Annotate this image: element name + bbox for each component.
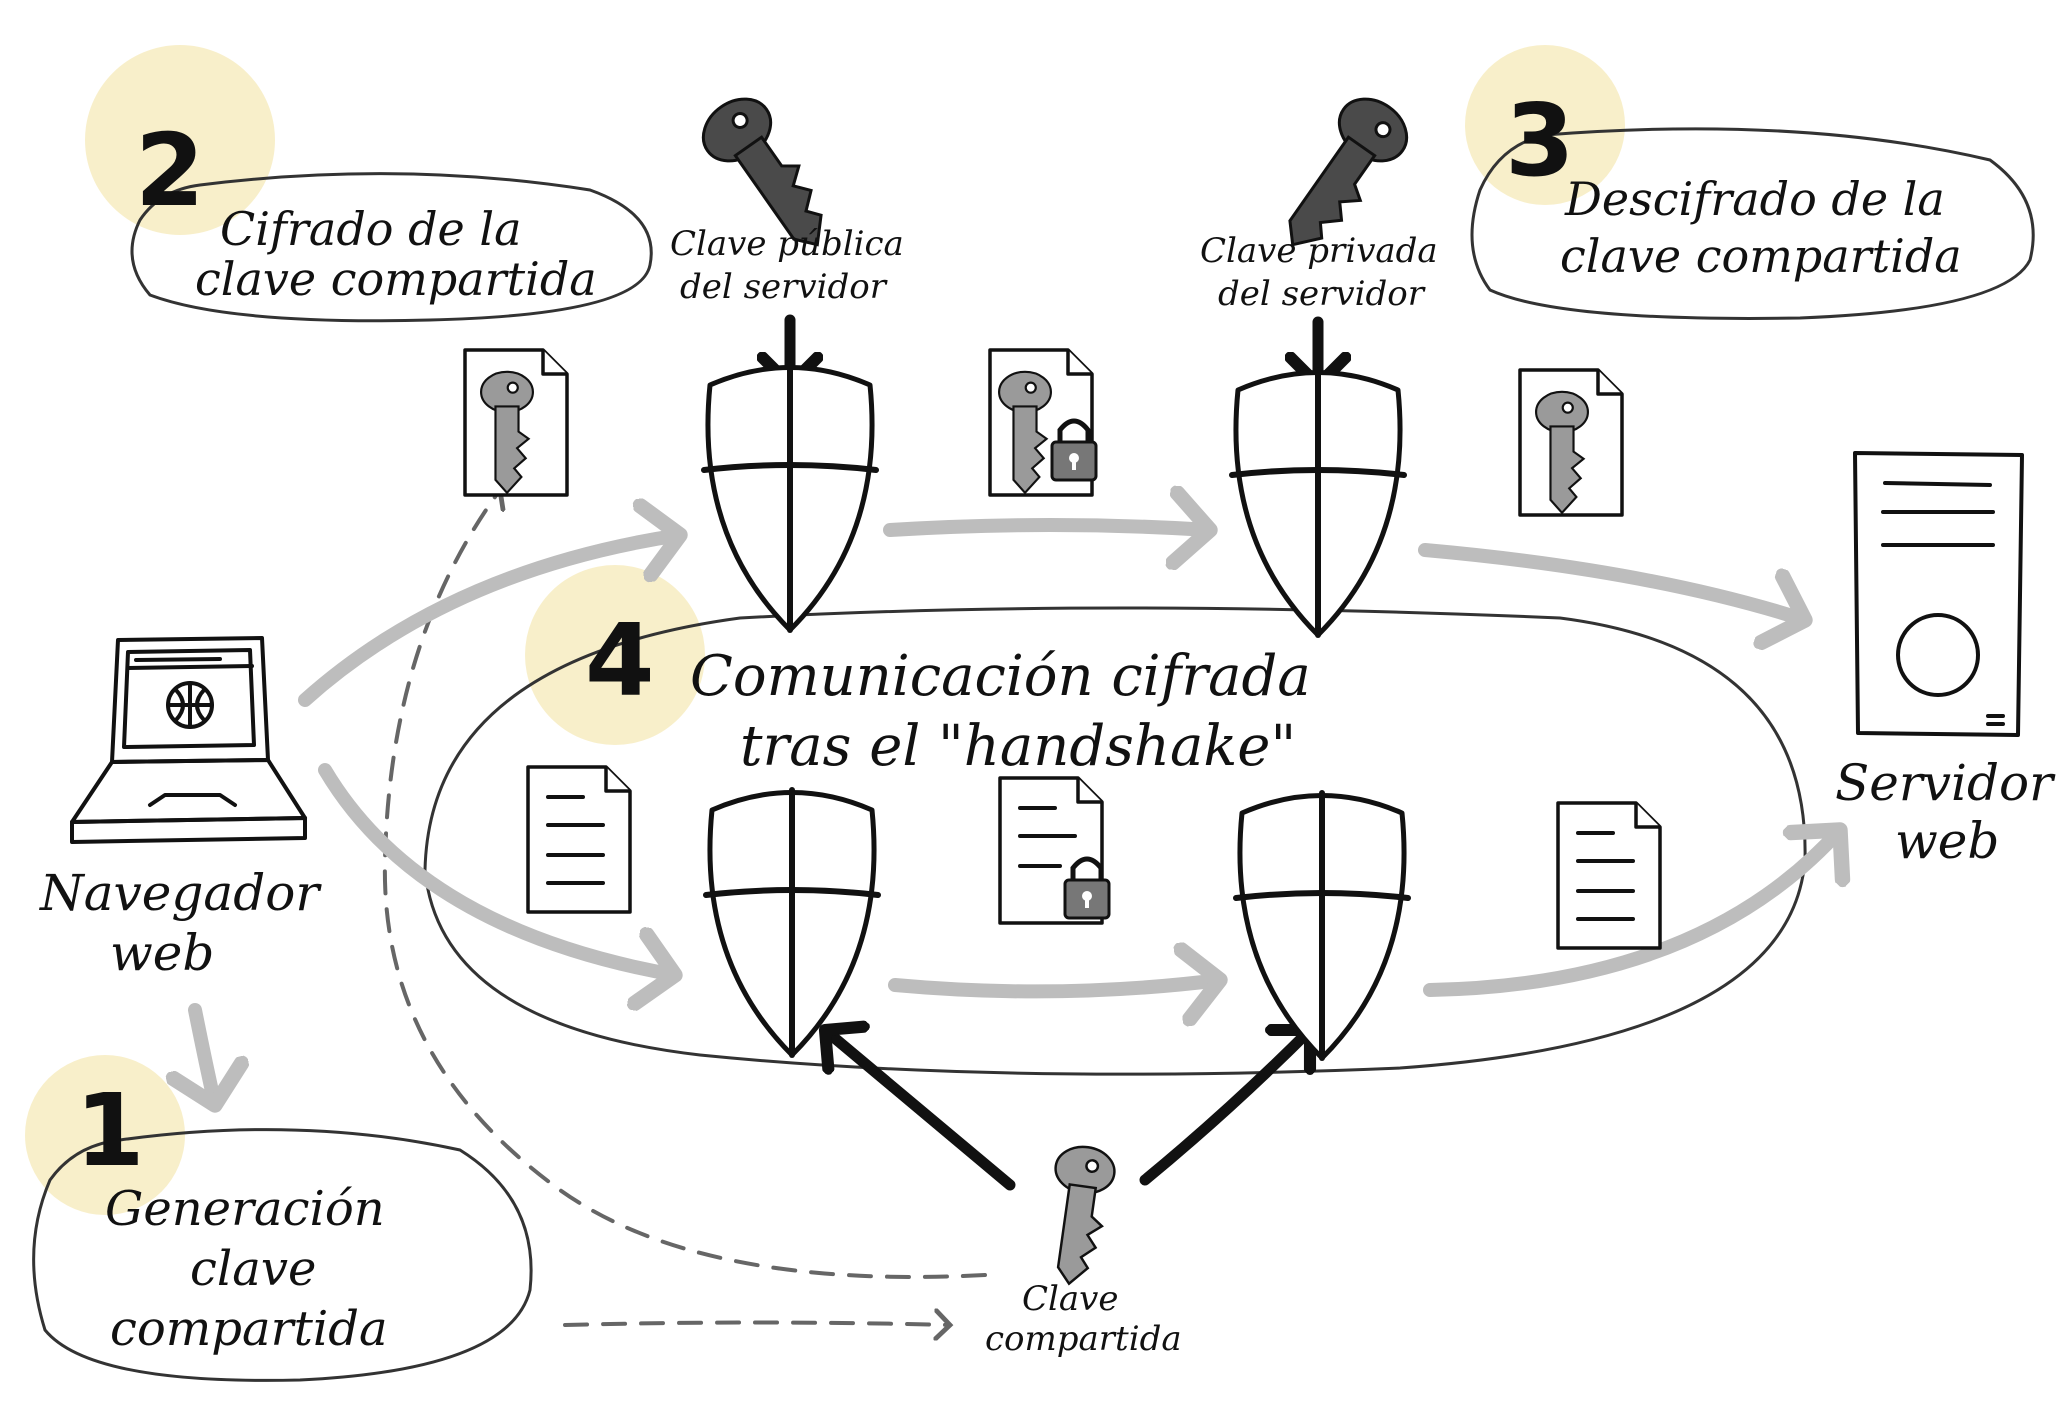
- public-key-label-line1: Clave pública: [670, 224, 904, 264]
- flow-shield-3-to-shield-4: [888, 980, 1220, 991]
- public-key-label-line2: del servidor: [680, 267, 888, 307]
- step-2-bubble: [130, 172, 653, 323]
- document-encrypted-key-icon: [988, 348, 1096, 497]
- server-label-line2: web: [1895, 812, 1999, 870]
- private-key-label-line2: del servidor: [1218, 274, 1426, 314]
- browser-label-line2: web: [110, 924, 214, 982]
- document-encrypted-icon: [998, 776, 1109, 925]
- step-2-number: 2: [135, 112, 205, 229]
- private-key-label-line1: Clave privada: [1200, 231, 1438, 271]
- step-4-title-line2: tras el "handshake": [740, 714, 1296, 779]
- flow-browser-to-shield-1: [298, 535, 680, 707]
- document-decrypted-icon: [1556, 801, 1662, 950]
- shield-decrypt-key-icon: [1232, 370, 1404, 635]
- shield-encrypt-data-icon: [706, 790, 878, 1055]
- step-3-bubble: [1470, 127, 2035, 320]
- server-icon: [1853, 451, 2024, 737]
- document-key-icon: [463, 348, 569, 497]
- server-label-line1: Servidor: [1835, 754, 2056, 812]
- step-4-number: 4: [585, 602, 655, 719]
- flow-shield-2-to-server: [1418, 543, 1805, 620]
- step-2-highlight: [85, 45, 275, 235]
- step-1-title-line1: Generación: [105, 1181, 385, 1237]
- document-plain-icon: [526, 765, 632, 914]
- laptop-icon: [70, 636, 307, 844]
- dashed-arrow-to-shared-key: [563, 1323, 950, 1326]
- shield-encrypt-key-icon: [704, 365, 876, 630]
- flow-browser-to-shield-3: [318, 763, 675, 975]
- step-1-number: 1: [75, 1072, 145, 1189]
- step-4-title-line1: Comunicación cifrada: [690, 644, 1311, 709]
- step-3-title-line1: Descifrado de la: [1564, 172, 1945, 226]
- step-3-title-line2: clave compartida: [1560, 229, 1962, 283]
- step-1-bubble: [32, 1128, 533, 1382]
- step-1-highlight: [25, 1055, 185, 1215]
- dashed-arrow-to-encrypt: [382, 490, 987, 1279]
- step-3-highlight: [1465, 45, 1625, 205]
- step-4-highlight: [525, 565, 705, 745]
- flow-shield-4-to-server: [1423, 830, 1840, 997]
- step-1-title-line2: clave: [190, 1241, 316, 1297]
- flow-shield-1-to-shield-2: [883, 525, 1210, 530]
- shared-key-icon: [1038, 1141, 1119, 1290]
- step-3-number: 3: [1505, 82, 1575, 199]
- browser-label-line1: Navegador: [39, 864, 322, 922]
- step-2-title-line1: Cifrado de la: [220, 202, 522, 256]
- step-2-title-line2: clave compartida: [195, 252, 597, 306]
- flow-browser-to-step-1: [195, 1003, 215, 1105]
- shared-key-label-line1: Clave: [1022, 1279, 1119, 1319]
- shared-key-label-line2: compartida: [985, 1319, 1182, 1359]
- arrow-shared-key-to-shield-4: [1139, 1030, 1310, 1186]
- step-1-title-line3: compartida: [110, 1301, 388, 1357]
- arrow-shared-key-to-shield-3: [825, 1030, 1016, 1191]
- shield-decrypt-data-icon: [1236, 793, 1408, 1058]
- document-decrypted-key-icon: [1518, 368, 1624, 517]
